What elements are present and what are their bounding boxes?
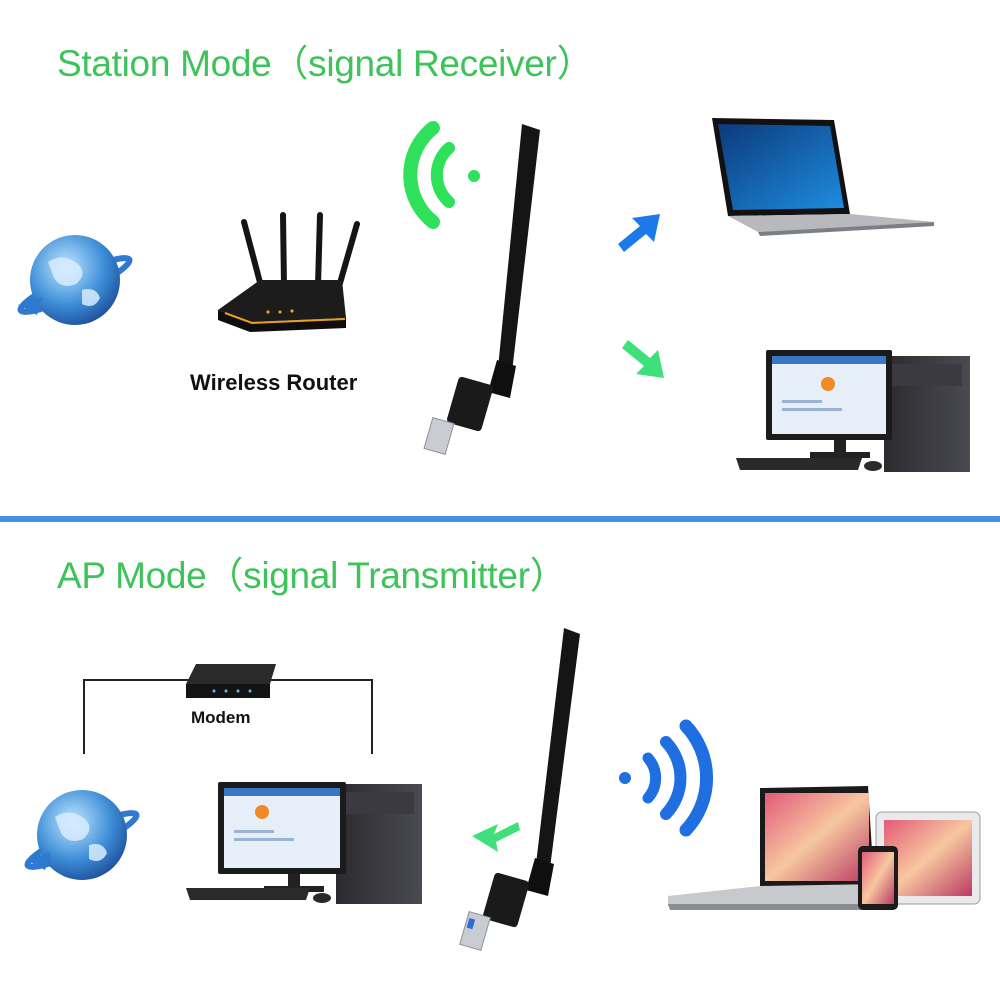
station-mode-title: Station Mode（signal Receiver） bbox=[57, 43, 594, 84]
desktop-computer-icon bbox=[186, 782, 422, 904]
section-divider bbox=[0, 516, 1000, 522]
arrow-icon bbox=[622, 340, 664, 378]
usb-wifi-adapter-icon bbox=[459, 628, 580, 951]
smartphone-icon bbox=[858, 846, 898, 910]
laptop-icon bbox=[712, 118, 934, 236]
modem-label: Modem bbox=[191, 708, 251, 727]
globe-icon bbox=[24, 790, 140, 880]
globe-icon bbox=[17, 235, 133, 325]
usb-wifi-adapter-icon bbox=[423, 124, 540, 456]
modem-icon bbox=[186, 664, 276, 698]
wifi-signal-icon bbox=[619, 719, 714, 837]
desktop-computer-icon bbox=[736, 350, 970, 472]
laptop-icon bbox=[668, 786, 880, 910]
wireless-router-icon bbox=[218, 212, 360, 332]
arrow-icon bbox=[618, 214, 660, 252]
ap-mode-title: AP Mode（signal Transmitter） bbox=[57, 555, 567, 596]
arrow-icon bbox=[472, 822, 520, 852]
wifi-signal-icon bbox=[403, 121, 480, 229]
wireless-router-label: Wireless Router bbox=[190, 370, 358, 395]
